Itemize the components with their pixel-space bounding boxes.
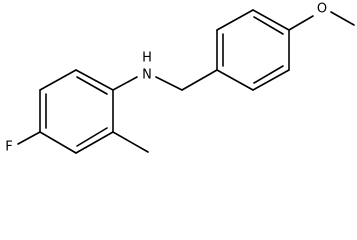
ring1-bond bbox=[39, 131, 77, 154]
hydrogen-atom-label: H bbox=[142, 51, 152, 66]
ring2-bond bbox=[216, 9, 254, 31]
oxygen-ring-bond bbox=[288, 15, 314, 31]
methyl-bond bbox=[112, 131, 149, 153]
nitrogen-atom-label: N bbox=[142, 68, 152, 83]
ring1-bond bbox=[39, 69, 77, 91]
oxygen-atom-label: O bbox=[317, 2, 327, 17]
ring1-double-bond bbox=[76, 76, 108, 95]
ring2-bond bbox=[252, 9, 290, 31]
methoxyphenyl-ring bbox=[216, 9, 290, 91]
ring2-double-bond bbox=[253, 65, 284, 84]
ring2-bond bbox=[252, 69, 290, 91]
ring2-bond bbox=[216, 69, 254, 91]
oxygen-methyl-bond bbox=[330, 11, 355, 26]
ring1-bond bbox=[75, 69, 114, 91]
fluorine-atom-label: F bbox=[5, 140, 12, 155]
nitrogen-methylene-bond bbox=[155, 76, 183, 91]
ring2-double-bond bbox=[253, 16, 284, 35]
fluorine-bond bbox=[17, 131, 41, 145]
nitrogen-ring-bond bbox=[112, 76, 138, 91]
ring1-double-bond bbox=[76, 127, 108, 147]
methylene-ring-bond bbox=[181, 69, 218, 91]
fluoromethylphenyl-ring bbox=[39, 69, 114, 154]
chemical-structure-diagram: N H F O bbox=[5, 2, 355, 155]
ring1-bond bbox=[75, 131, 114, 154]
